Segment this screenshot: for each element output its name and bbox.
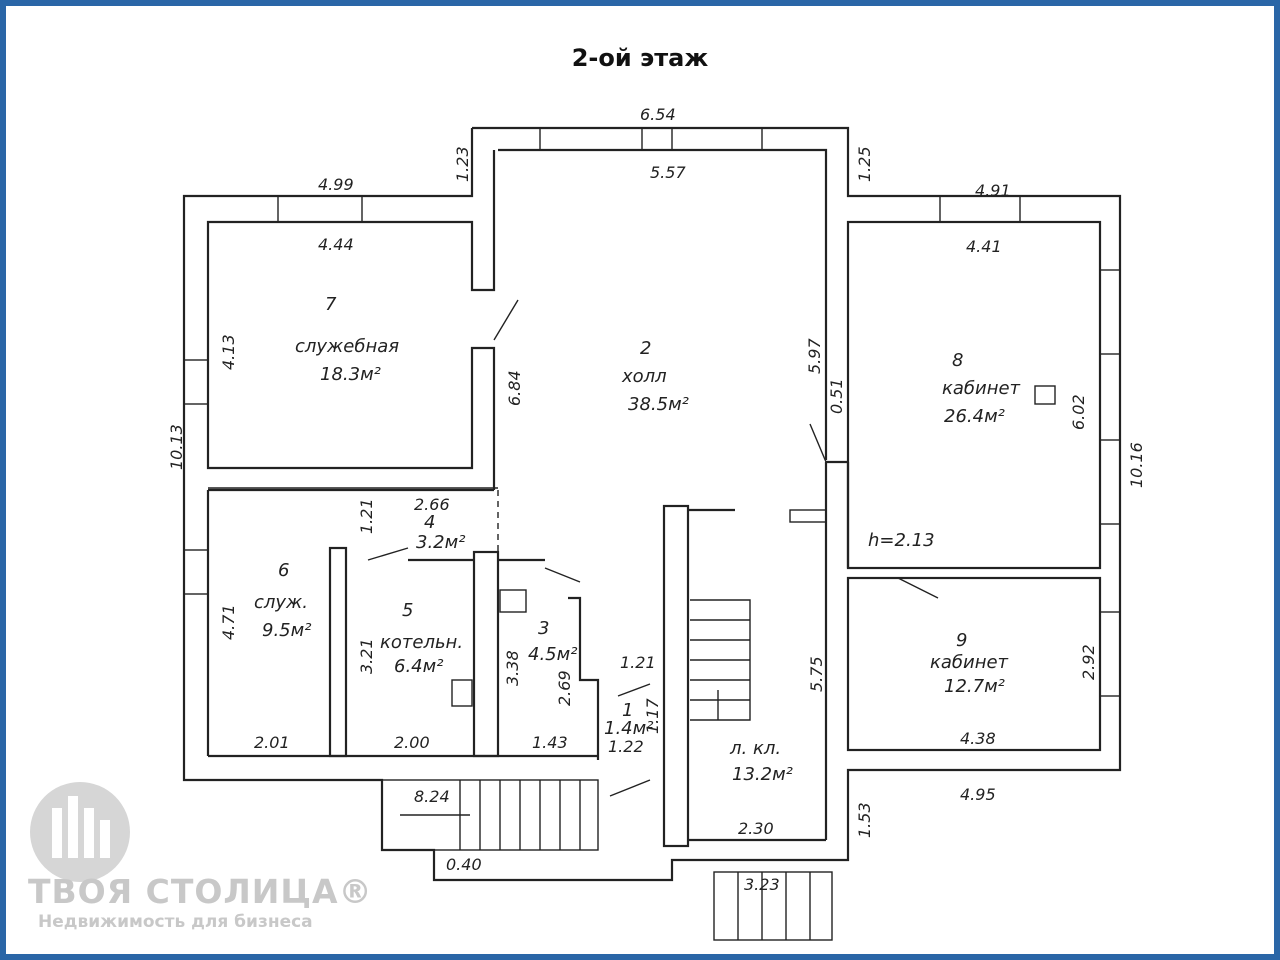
room-3-area: 4.5м²	[528, 644, 577, 665]
room-5-area: 6.4м²	[394, 656, 443, 677]
ceiling-height: h=2.13	[868, 530, 935, 551]
dim-label: 4.44	[318, 235, 354, 254]
dimension-labels: 6.54 5.57 1.23 1.25 4.99 4.44 4.91 4.41 …	[167, 105, 1146, 894]
room-5-name: котельн.	[380, 632, 463, 653]
dim-label: 2.01	[254, 733, 290, 752]
dim-label: 4.38	[960, 729, 996, 748]
room-9-name: кабинет	[930, 652, 1009, 673]
dim-label: 2.30	[738, 819, 774, 838]
logo-tagline: Недвижимость для бизнеса	[38, 912, 313, 932]
room-9-number: 9	[956, 630, 967, 651]
dim-label: 1.17	[643, 698, 662, 734]
dim-label: 2.66	[414, 495, 450, 514]
room-2-name: холл	[621, 366, 667, 387]
room-1-number: 1	[622, 700, 633, 721]
dim-label: 1.23	[453, 146, 472, 182]
room-8-area: 26.4м²	[944, 406, 1005, 427]
dim-label: 1.22	[608, 737, 644, 756]
dim-label: 4.13	[219, 334, 238, 370]
logo-name: ТВОЯ СТОЛИЦА®	[28, 872, 373, 911]
dim-label: 3.38	[503, 650, 522, 686]
dim-label: 10.16	[1127, 442, 1146, 488]
room-labels: 7 служебная 18.3м² 2 холл 38.5м² 8 кабин…	[254, 294, 1021, 785]
dim-label: 5.97	[805, 338, 824, 374]
walls	[182, 126, 1122, 941]
dim-label: 1.53	[855, 802, 874, 838]
room-7-number: 7	[325, 294, 337, 315]
dim-label: 4.41	[966, 237, 1002, 256]
dim-label: 0.51	[827, 378, 846, 414]
room-4-number: 4	[424, 512, 435, 533]
room-3-number: 3	[538, 618, 549, 639]
room-5-number: 5	[402, 600, 413, 621]
dim-label: 10.13	[167, 424, 186, 470]
room-6-area: 9.5м²	[262, 620, 311, 641]
dim-label: 1.25	[855, 146, 874, 182]
dim-label: 3.21	[357, 638, 376, 674]
dim-label: 4.91	[975, 181, 1011, 200]
stair-area: 13.2м²	[732, 764, 793, 785]
dim-label: 8.24	[414, 787, 450, 806]
dim-label: 4.99	[318, 175, 354, 194]
dim-label: 1.21	[357, 498, 376, 534]
room-7-name: служебная	[295, 336, 399, 357]
dim-label: 2.92	[1079, 644, 1098, 680]
room-7-area: 18.3м²	[320, 364, 381, 385]
room-2-area: 38.5м²	[628, 394, 689, 415]
dim-label: 6.02	[1069, 394, 1088, 430]
room-2-number: 2	[640, 338, 651, 359]
dim-label: 2.69	[555, 670, 574, 706]
dim-label: 6.84	[505, 370, 524, 406]
plan-title: 2-ой этаж	[571, 44, 709, 72]
dim-label: 4.71	[219, 604, 238, 640]
stair-name: л. кл.	[729, 738, 781, 759]
room-4-area: 3.2м²	[416, 532, 465, 553]
dim-label: 0.40	[446, 855, 482, 874]
dim-label: 5.75	[807, 656, 826, 692]
room-6-number: 6	[278, 560, 289, 581]
dim-label: 3.23	[744, 875, 780, 894]
room-8-name: кабинет	[942, 378, 1021, 399]
dim-label: 2.00	[394, 733, 430, 752]
dim-label: 1.43	[532, 733, 568, 752]
room-8-number: 8	[952, 350, 963, 371]
room-1-area: 1.4м²	[604, 718, 653, 739]
plan-sheet	[6, 6, 1274, 954]
dim-label: 1.21	[620, 653, 656, 672]
dim-label: 5.57	[650, 163, 686, 182]
logo-mark-icon	[30, 782, 130, 882]
dim-label: 6.54	[640, 105, 676, 124]
room-6-name: служ.	[254, 592, 308, 613]
room-9-area: 12.7м²	[944, 676, 1005, 697]
dim-label: 4.95	[960, 785, 996, 804]
